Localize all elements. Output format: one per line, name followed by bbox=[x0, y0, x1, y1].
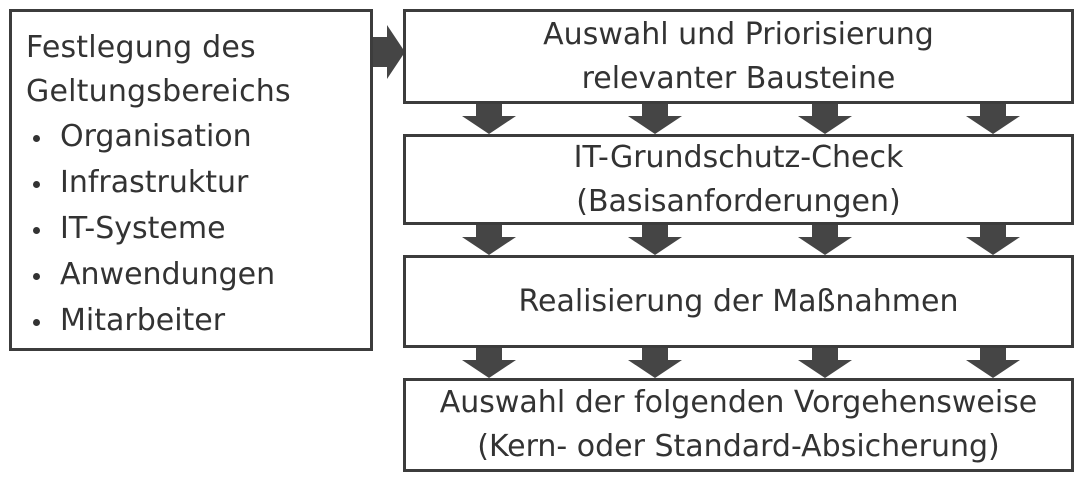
arrow-right-icon bbox=[373, 25, 405, 79]
step-grundschutz-check: IT-Grundschutz-Check (Basisanforderungen… bbox=[403, 134, 1074, 225]
step-line: Auswahl der folgenden Vorgehensweise bbox=[439, 385, 1038, 420]
scope-item-organisation: Organisation bbox=[26, 114, 370, 160]
step-line: (Basisanforderungen) bbox=[576, 183, 901, 219]
step-next-approach: Auswahl der folgenden Vorgehensweise (Ke… bbox=[403, 378, 1074, 472]
scope-item-mitarbeiter: Mitarbeiter bbox=[26, 298, 370, 344]
arrow-down-icon bbox=[462, 225, 516, 255]
arrow-down-icon bbox=[798, 225, 852, 255]
scope-list: Organisation Infrastruktur IT-Systeme An… bbox=[26, 114, 370, 344]
arrow-down-icon bbox=[798, 348, 852, 378]
scope-title: Festlegung des Geltungsbereichs bbox=[26, 30, 291, 109]
scope-item-infrastruktur: Infrastruktur bbox=[26, 160, 370, 206]
arrow-down-icon bbox=[628, 348, 682, 378]
scope-item-anwendungen: Anwendungen bbox=[26, 252, 370, 298]
arrow-down-icon bbox=[966, 225, 1020, 255]
arrow-down-icon bbox=[462, 104, 516, 134]
step-realisierung: Realisierung der Maßnahmen bbox=[403, 255, 1074, 348]
arrow-down-icon bbox=[628, 225, 682, 255]
step-line: relevanter Bausteine bbox=[581, 60, 896, 96]
step-line: (Kern- oder Standard-Absicherung) bbox=[477, 429, 1000, 464]
arrow-down-icon bbox=[798, 104, 852, 134]
arrow-down-icon bbox=[628, 104, 682, 134]
arrow-down-icon bbox=[966, 348, 1020, 378]
step-line: IT-Grundschutz-Check bbox=[573, 139, 904, 175]
arrow-down-icon bbox=[966, 104, 1020, 134]
step-line: Realisierung der Maßnahmen bbox=[518, 283, 959, 319]
scope-item-it-systeme: IT-Systeme bbox=[26, 206, 370, 252]
arrow-down-icon bbox=[462, 348, 516, 378]
step-select-modules: Auswahl und Priorisierung relevanter Bau… bbox=[403, 9, 1074, 104]
scope-box: Festlegung des Geltungsbereichs Organisa… bbox=[9, 9, 373, 351]
step-line: Auswahl und Priorisierung bbox=[543, 16, 934, 52]
